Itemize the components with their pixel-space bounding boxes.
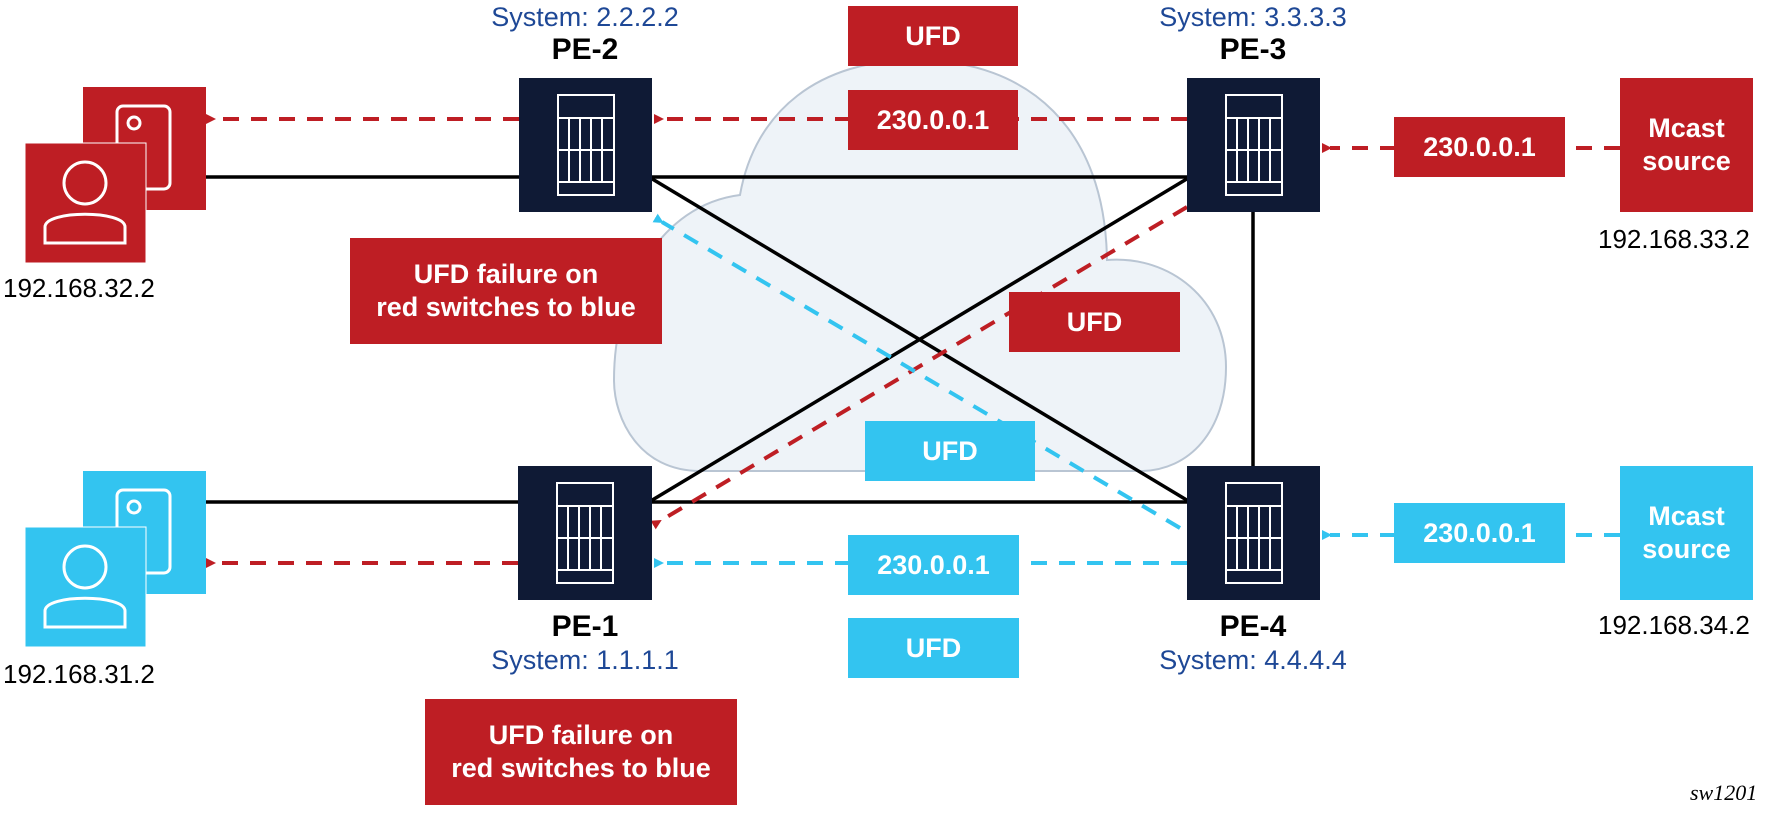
receiver-red-ip: 192.168.32.2 xyxy=(3,273,155,303)
ufd-label-red-top: UFD xyxy=(848,6,1018,66)
receiver-red xyxy=(24,87,206,264)
pe4-name-label: PE-4 xyxy=(1219,610,1287,643)
user-body-icon xyxy=(43,212,127,245)
phone-camera-icon xyxy=(126,499,142,515)
router-pe4 xyxy=(1187,466,1320,600)
flow-red-pe3-to-pe1 xyxy=(650,205,1189,530)
group-label-blue-source: 230.0.0.1 xyxy=(1394,503,1565,563)
user-head-icon xyxy=(62,544,108,590)
router-icon xyxy=(1225,482,1283,584)
ufd-label-red-middle: UFD xyxy=(1009,292,1180,352)
router-pe3 xyxy=(1187,78,1320,212)
note-line-1: UFD failure on xyxy=(488,720,674,750)
pe2-system-label: System: 2.2.2.2 xyxy=(491,2,679,32)
source-line-1: Mcast xyxy=(1648,113,1725,143)
phone-camera-icon xyxy=(126,115,142,131)
note-line-2: red switches to blue xyxy=(451,753,711,783)
group-label-red-source: 230.0.0.1 xyxy=(1394,117,1565,177)
router-pe1 xyxy=(518,466,652,600)
source-line-1: Mcast xyxy=(1648,501,1725,531)
receiver-blue xyxy=(24,471,206,648)
pe4-system-label: System: 4.4.4.4 xyxy=(1159,645,1347,675)
source-blue-ip: 192.168.34.2 xyxy=(1598,610,1750,640)
pe3-name-label: PE-3 xyxy=(1219,33,1287,66)
router-icon xyxy=(1225,94,1283,196)
physical-links xyxy=(206,175,1255,504)
figure-id: sw1201 xyxy=(1690,780,1758,805)
user-body-icon xyxy=(43,596,127,629)
ufd-failure-note-bottom: UFD failure on red switches to blue xyxy=(425,699,737,805)
mcast-source-red: Mcast source xyxy=(1620,78,1753,212)
ufd-label-blue-middle: UFD xyxy=(865,421,1035,481)
receiver-blue-ip: 192.168.31.2 xyxy=(3,659,155,689)
router-pe2 xyxy=(519,78,652,212)
source-red-ip: 192.168.33.2 xyxy=(1598,224,1750,254)
group-label-red-pe3-pe2: 230.0.0.1 xyxy=(848,90,1018,150)
user-head-icon xyxy=(62,160,108,206)
ufd-label-blue-bottom: UFD xyxy=(848,618,1019,678)
router-icon xyxy=(557,94,615,196)
mcast-source-blue: Mcast source xyxy=(1620,466,1753,600)
source-line-2: source xyxy=(1642,146,1731,176)
pe2-name-label: PE-2 xyxy=(551,33,619,66)
note-line-1: UFD failure on xyxy=(413,259,599,289)
note-line-2: red switches to blue xyxy=(376,292,636,322)
router-icon xyxy=(556,482,614,584)
pe1-name-label: PE-1 xyxy=(551,610,619,643)
source-line-2: source xyxy=(1642,534,1731,564)
link-pe1-pe3 xyxy=(648,175,1191,504)
pe1-system-label: System: 1.1.1.1 xyxy=(491,645,679,675)
ufd-failure-note-top: UFD failure on red switches to blue xyxy=(350,238,662,344)
group-label-blue-pe4-pe1: 230.0.0.1 xyxy=(848,535,1019,595)
pe3-system-label: System: 3.3.3.3 xyxy=(1159,2,1347,32)
